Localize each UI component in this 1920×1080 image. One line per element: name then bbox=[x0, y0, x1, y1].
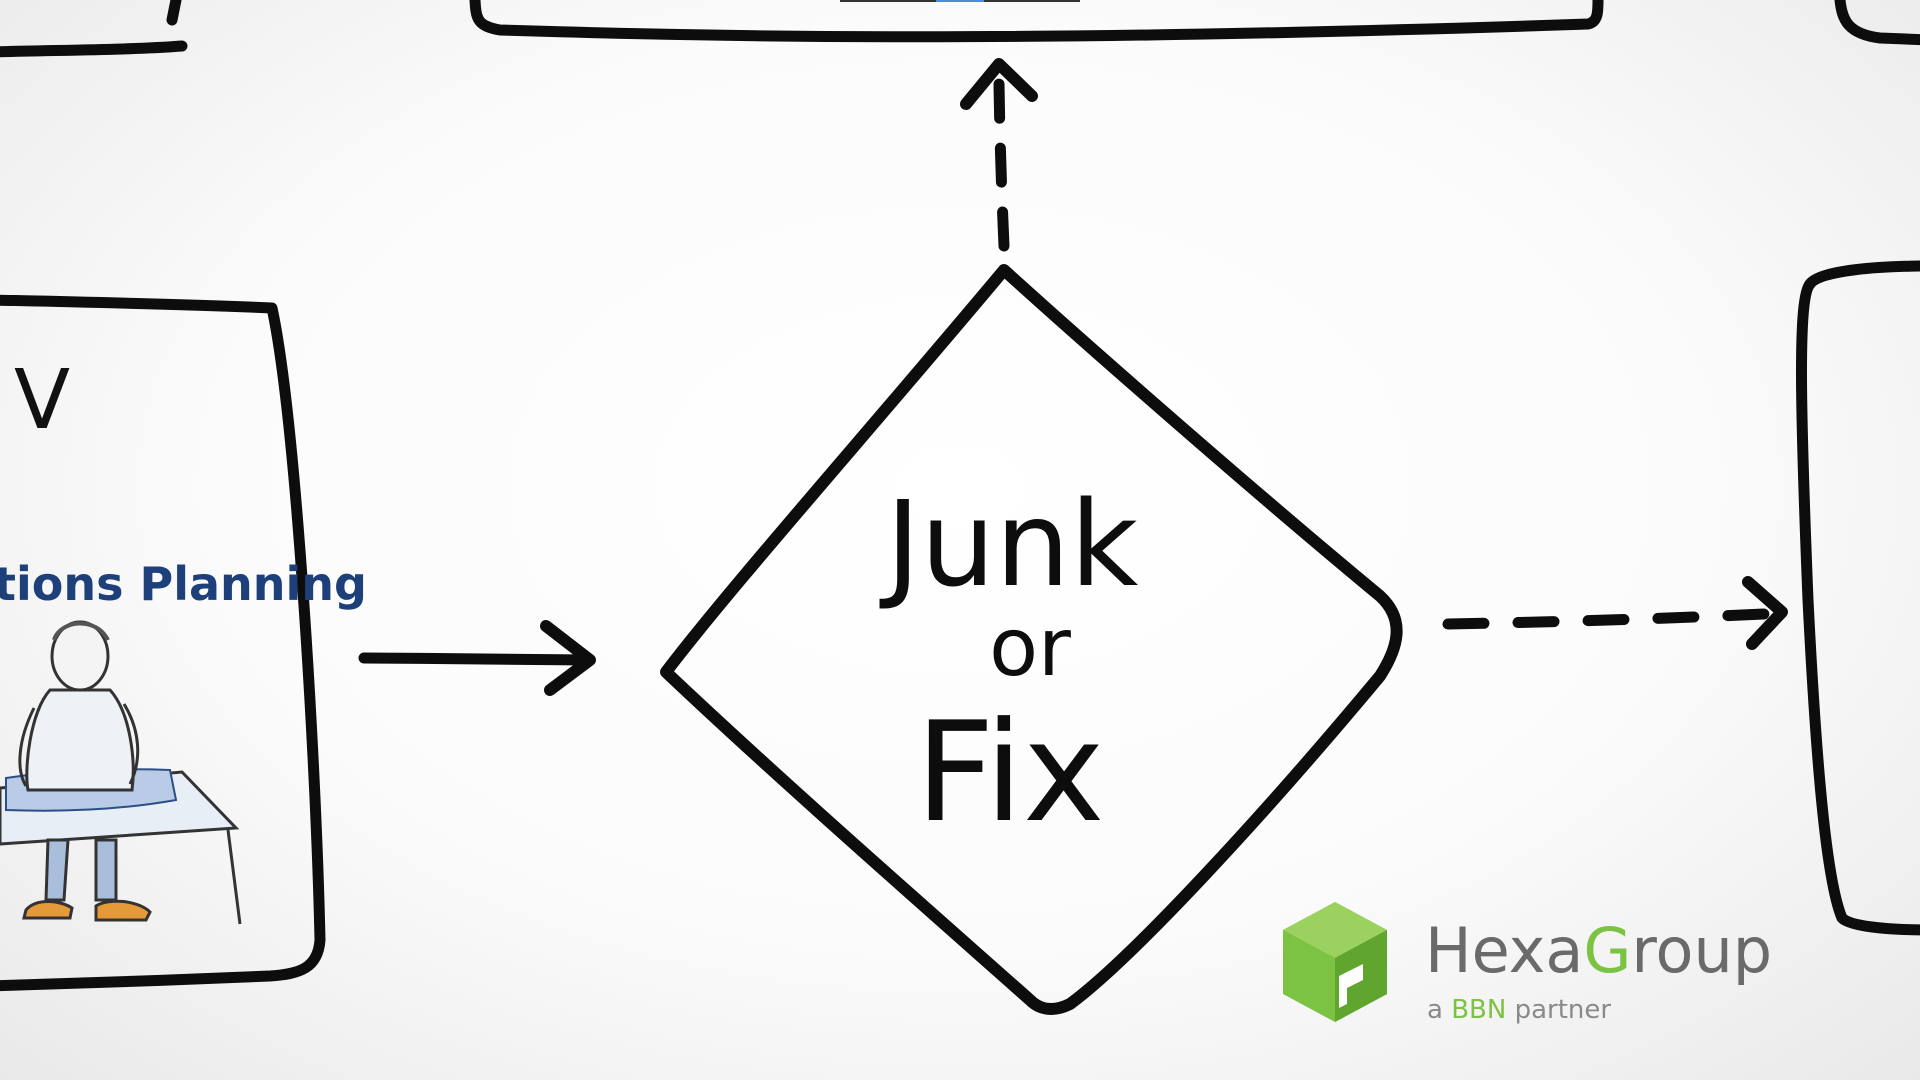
arrow-into-decision-head bbox=[540, 620, 596, 696]
hexagroup-logo: HexaGroup a BBN partner bbox=[1283, 902, 1772, 1025]
logo-tagline-accent: BBN bbox=[1451, 995, 1506, 1025]
logo-tagline-suffix: partner bbox=[1506, 995, 1611, 1025]
arrow-into-decision bbox=[358, 652, 594, 666]
logo-brand-suffix: roup bbox=[1631, 914, 1772, 987]
decision-diamond bbox=[660, 264, 1403, 1015]
arrow-out-head bbox=[1742, 576, 1788, 650]
top-center-box bbox=[469, 0, 1604, 43]
logo-tagline-prefix: a bbox=[1427, 995, 1451, 1025]
left-box-letter: V bbox=[14, 353, 70, 448]
top-right-box bbox=[1834, 0, 1920, 46]
right-box bbox=[1796, 260, 1920, 936]
arrow-up-dashed bbox=[993, 78, 1010, 252]
left-box-heading: tions Planning bbox=[0, 557, 367, 611]
arrow-up-head bbox=[960, 58, 1038, 110]
arrow-out-dashed bbox=[1442, 608, 1770, 630]
top-left-box-side bbox=[166, 0, 182, 26]
top-left-box-edge bbox=[0, 40, 188, 58]
decision-label-line-3: Fix bbox=[915, 692, 1104, 853]
logo-brand-accent: G bbox=[1583, 914, 1631, 987]
decision-label-line-1: Junk bbox=[879, 475, 1139, 613]
person-at-table-illustration bbox=[0, 620, 242, 925]
video-progress-strip bbox=[840, 0, 1080, 2]
svg-text:HexaGroup: HexaGroup bbox=[1425, 914, 1772, 987]
logo-brand-prefix: Hexa bbox=[1425, 914, 1583, 987]
decision-label-line-2: or bbox=[989, 601, 1071, 694]
left-box bbox=[0, 294, 326, 992]
svg-text:a BBN partner: a BBN partner bbox=[1427, 995, 1611, 1025]
hexagon-cube-icon bbox=[1283, 902, 1387, 1022]
video-progress-fill bbox=[936, 0, 984, 2]
